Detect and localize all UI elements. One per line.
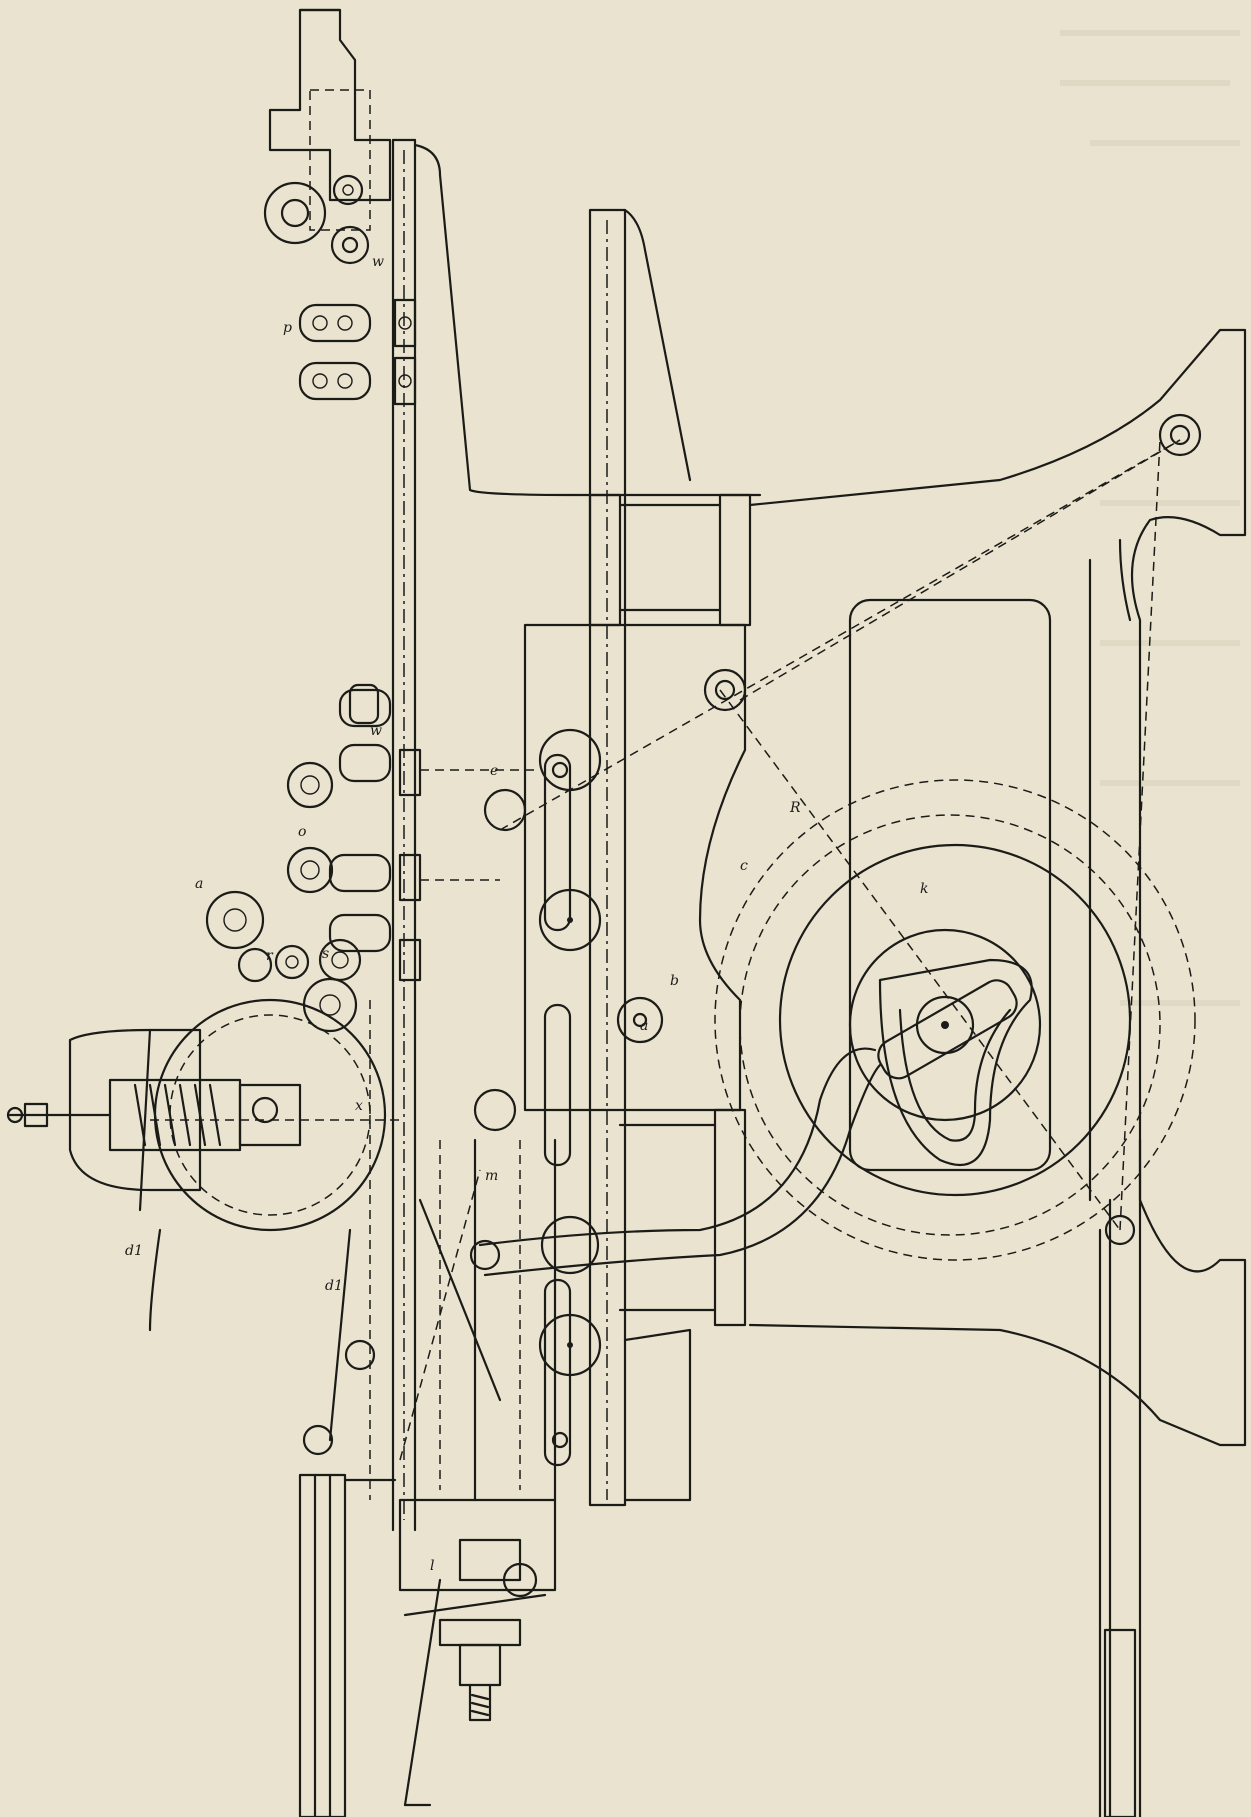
label-m: m <box>485 1168 498 1184</box>
label-e: e <box>490 763 498 779</box>
label-s: s <box>322 946 329 962</box>
label-c: c <box>740 858 748 874</box>
upper-clamps <box>298 298 417 406</box>
label-b: b <box>670 973 679 989</box>
base-block <box>298 1473 397 1817</box>
label-l: l <box>430 1558 434 1574</box>
gear-cluster <box>205 890 358 1033</box>
label-p: p <box>283 320 292 336</box>
label-R: R <box>789 800 801 816</box>
lower-frame <box>302 1000 557 1807</box>
label-d1: d1 <box>125 1243 143 1259</box>
label-v: w <box>372 254 384 270</box>
label-w: w <box>370 723 382 739</box>
label-x: x <box>355 1098 363 1114</box>
central-carriage <box>473 208 762 1507</box>
spring-housing <box>6 1028 242 1332</box>
label-r: r <box>266 948 274 964</box>
right-frame <box>748 328 1247 1817</box>
label-o: o <box>298 824 306 840</box>
label-a: a <box>195 876 203 892</box>
label-d1b: d1 <box>325 1278 343 1294</box>
curved-arm <box>469 1047 882 1277</box>
cam-wheel <box>499 439 1196 1261</box>
label-k: k <box>920 881 928 897</box>
middle-clamps <box>286 683 540 982</box>
label-a2: a <box>640 1018 648 1034</box>
left-flywheel <box>150 998 400 1232</box>
diagram-labels: w p w o a r s e c R k b a m x d1 d1 l <box>125 254 928 1574</box>
bleed-through-text <box>1060 30 1240 1006</box>
